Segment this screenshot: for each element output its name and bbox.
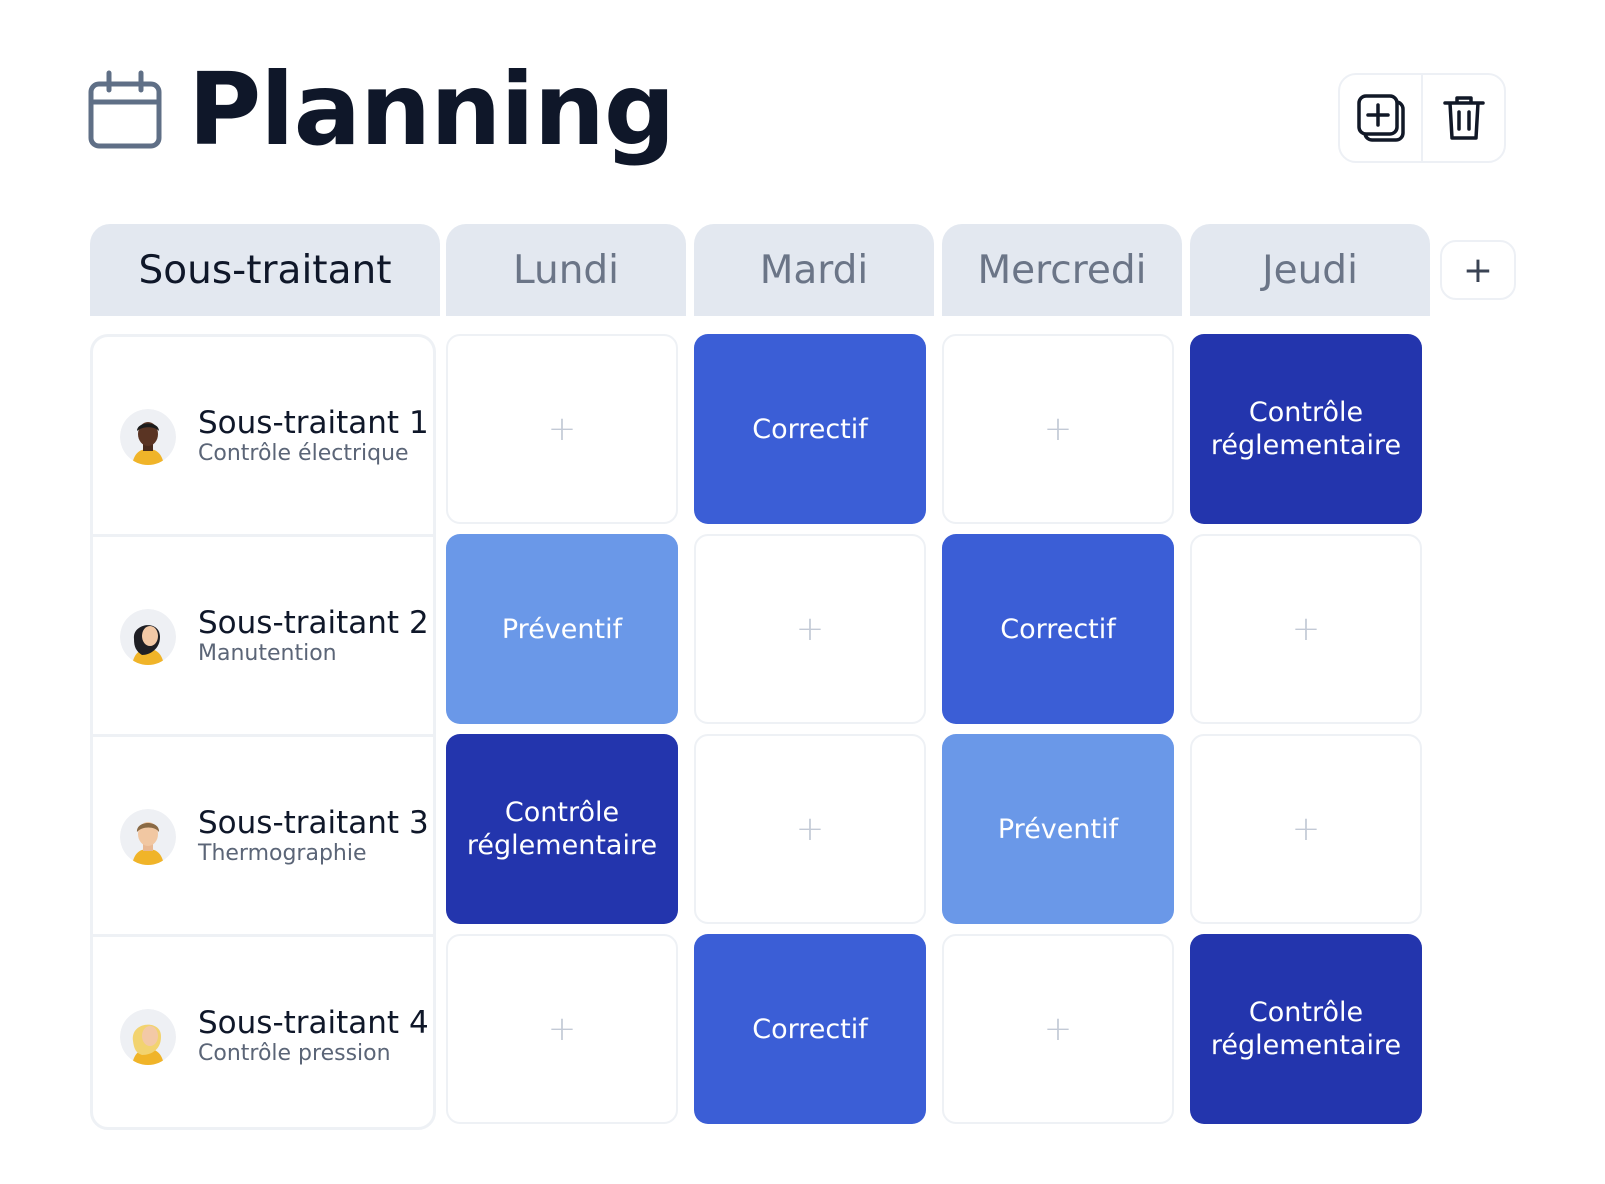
subcontractor-list: Sous-traitant 1 Contrôle électrique Sous… — [90, 334, 436, 1130]
add-copy-button[interactable] — [1340, 75, 1421, 161]
avatar-man-brown-hair-icon — [120, 809, 176, 865]
subcontractor-role: Thermographie — [198, 841, 367, 866]
planning-cell[interactable]: Correctif — [942, 534, 1174, 724]
add-task-button[interactable]: + — [942, 934, 1174, 1124]
subcontractor-row[interactable]: Sous-traitant 2 Manutention — [93, 537, 433, 737]
avatar-dark-skin-icon — [120, 409, 176, 465]
subcontractor-row[interactable]: Sous-traitant 3 Thermographie — [93, 737, 433, 937]
add-task-button[interactable]: + — [1190, 734, 1422, 924]
subcontractor-role: Contrôle électrique — [198, 441, 409, 466]
planning-cell[interactable]: Correctif — [694, 334, 926, 524]
planning-cell[interactable]: Préventif — [446, 534, 678, 724]
row-divider — [93, 934, 433, 937]
row-divider — [93, 734, 433, 737]
add-task-button[interactable]: + — [1190, 534, 1422, 724]
column-header-mercredi: Mercredi — [942, 224, 1182, 316]
subcontractor-row[interactable]: Sous-traitant 4 Contrôle pression — [93, 937, 433, 1127]
subcontractor-name: Sous-traitant 4 — [198, 1005, 429, 1041]
avatar — [120, 409, 176, 465]
planning-cell[interactable]: Correctif — [694, 934, 926, 1124]
avatar — [120, 1009, 176, 1065]
column-header-sous-traitant: Sous-traitant — [90, 224, 440, 316]
subcontractor-name: Sous-traitant 3 — [198, 805, 429, 841]
add-task-button[interactable]: + — [446, 934, 678, 1124]
add-task-button[interactable]: + — [694, 734, 926, 924]
avatar-woman-dark-hair-icon — [120, 609, 176, 665]
planning-cell[interactable]: Contrôle réglementaire — [446, 734, 678, 924]
subcontractor-role: Manutention — [198, 641, 337, 666]
calendar-icon — [88, 70, 162, 149]
column-header-lundi: Lundi — [446, 224, 686, 316]
subcontractor-name: Sous-traitant 2 — [198, 605, 429, 641]
copy-plus-icon — [1356, 94, 1405, 142]
row-divider — [93, 534, 433, 537]
planning-cell[interactable]: Contrôle réglementaire — [1190, 334, 1422, 524]
planning-cell[interactable]: Contrôle réglementaire — [1190, 934, 1422, 1124]
column-header-jeudi: Jeudi — [1190, 224, 1430, 316]
page-title: Planning — [188, 51, 675, 168]
add-task-button[interactable]: + — [942, 334, 1174, 524]
avatar-blonde-icon — [120, 1009, 176, 1065]
trash-icon — [1442, 96, 1485, 140]
avatar — [120, 609, 176, 665]
header-actions — [1338, 73, 1506, 163]
column-header-mardi: Mardi — [694, 224, 934, 316]
add-task-button[interactable]: + — [446, 334, 678, 524]
subcontractor-role: Contrôle pression — [198, 1041, 391, 1066]
planning-cell[interactable]: Préventif — [942, 734, 1174, 924]
add-column-button[interactable]: + — [1440, 240, 1516, 300]
avatar — [120, 809, 176, 865]
add-task-button[interactable]: + — [694, 534, 926, 724]
delete-button[interactable] — [1421, 75, 1504, 161]
subcontractor-row[interactable]: Sous-traitant 1 Contrôle électrique — [93, 337, 433, 537]
subcontractor-name: Sous-traitant 1 — [198, 405, 429, 441]
page-header: Planning — [88, 51, 675, 168]
